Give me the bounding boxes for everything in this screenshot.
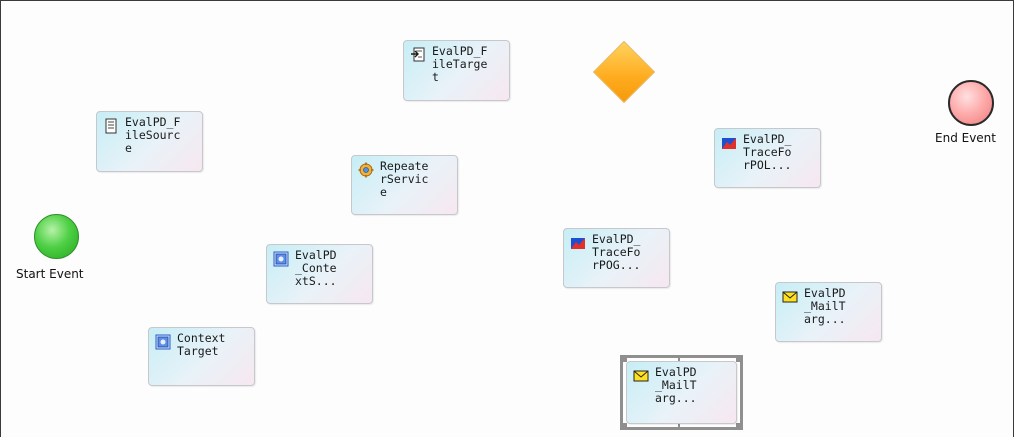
exclusive-gateway[interactable] — [592, 40, 656, 104]
task-label: EvalPD _Conte xtS... — [295, 248, 337, 288]
chart-icon — [722, 138, 736, 149]
chart-icon — [571, 238, 585, 249]
start-event-label: Start Event — [16, 267, 84, 281]
context-icon — [155, 334, 171, 350]
resize-handle-bottom-right[interactable] — [736, 423, 743, 430]
document-icon — [105, 118, 117, 134]
task-label: EvalPD_ TraceFo rPOL... — [743, 132, 792, 172]
context-icon — [273, 251, 289, 267]
task-context-target[interactable]: Context Target — [148, 327, 255, 386]
mail-icon — [633, 370, 649, 382]
selection-frame[interactable]: EvalPD _MailT arg... — [620, 355, 743, 430]
end-event[interactable] — [948, 80, 994, 126]
resize-handle-top-left[interactable] — [620, 355, 627, 362]
resize-handle-bottom-left[interactable] — [620, 423, 627, 430]
file-target-icon — [411, 47, 425, 62]
mail-icon — [782, 291, 798, 303]
task-label: EvalPD_ TraceFo rPOG... — [592, 232, 641, 272]
task-label: Context Target — [177, 331, 226, 358]
task-mail-target[interactable]: EvalPD _MailT arg... — [775, 282, 882, 342]
task-trace-pog[interactable]: EvalPD_ TraceFo rPOG... — [563, 228, 670, 288]
task-label: EvalPD_F ileSourc e — [125, 115, 181, 155]
task-file-source[interactable]: EvalPD_F ileSourc e — [96, 111, 203, 172]
task-mail-target-selected[interactable]: EvalPD _MailT arg... — [626, 361, 737, 424]
service-gear-icon — [358, 162, 374, 178]
frame-divider-top — [678, 355, 680, 361]
resize-handle-top-right[interactable] — [736, 355, 743, 362]
task-label: EvalPD_F ileTarge t — [432, 44, 488, 84]
task-file-target[interactable]: EvalPD_F ileTarge t — [403, 40, 510, 101]
task-label: Repeate rServic e — [380, 159, 429, 199]
task-label: EvalPD _MailT arg... — [655, 365, 697, 405]
end-event-label: End Event — [935, 131, 996, 145]
frame-divider-bottom — [678, 424, 680, 430]
start-event[interactable] — [34, 214, 79, 259]
task-trace-pol[interactable]: EvalPD_ TraceFo rPOL... — [714, 128, 821, 188]
task-context-source[interactable]: EvalPD _Conte xtS... — [266, 244, 373, 304]
task-repeater-service[interactable]: Repeate rServic e — [351, 155, 458, 215]
task-label: EvalPD _MailT arg... — [804, 286, 846, 326]
